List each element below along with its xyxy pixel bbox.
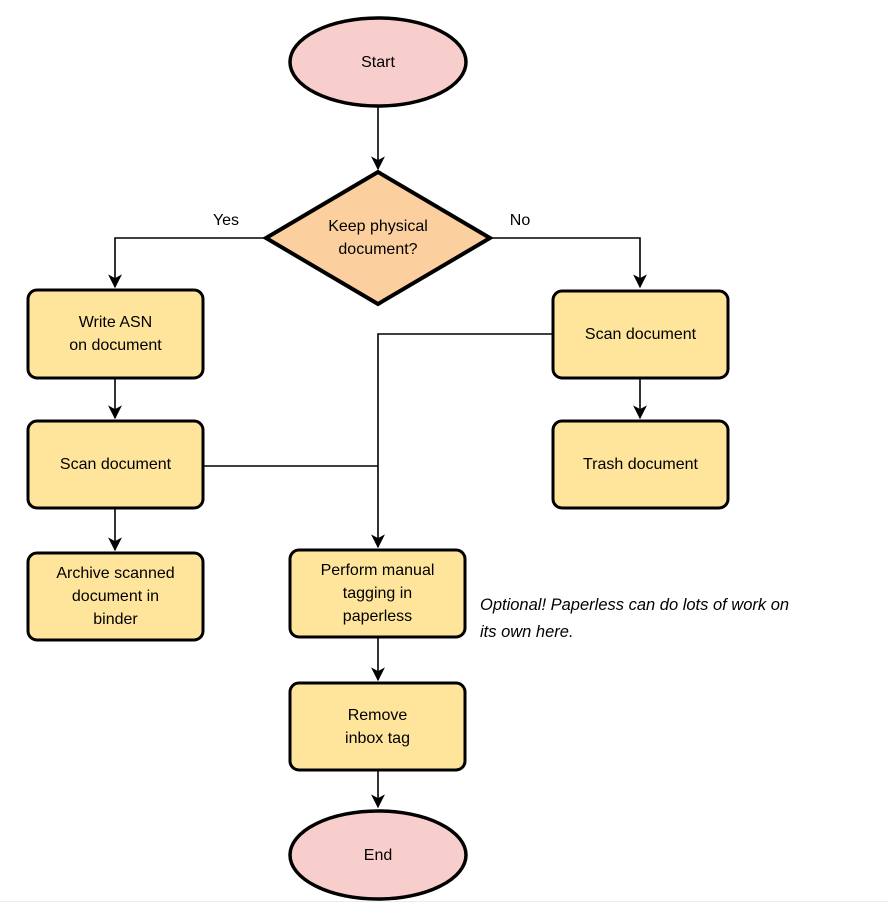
remove-inbox-node-rect [288, 681, 467, 772]
trash-node-label: Trash document [582, 456, 698, 473]
edge-label-yes: Yes [212, 212, 240, 229]
perform-tagging-node-rect [288, 548, 467, 639]
page-bottom-border [0, 901, 888, 902]
write-asn-node-label: Write ASN on document [69, 314, 162, 354]
end-node-ellipse [288, 809, 468, 901]
scan-right-node-label: Scan document [584, 326, 697, 343]
remove-inbox-node-label: Remove inbox tag [345, 706, 410, 747]
scan-left-node-label: Scan document [59, 456, 172, 473]
start-node-ellipse [288, 16, 468, 108]
scan-left-node-rect [26, 419, 205, 510]
edge-scan-right-to-perform-tagging [371, 333, 553, 549]
perform-tagging-node-label: Perform manual tagging in paperless [320, 562, 435, 625]
write-asn-node-rect [26, 288, 205, 380]
decision-node-label: Keep physical document? [328, 218, 428, 258]
scan-right-node-rect [551, 289, 730, 380]
archive-node-rect [26, 551, 205, 642]
start-node-label: Start [361, 53, 395, 71]
optional-note-text: Optional! Paperless can do lots of work … [480, 596, 790, 641]
end-node-label: End [363, 846, 393, 864]
edge-label-no: No [509, 212, 531, 229]
archive-node-label: Archive scanned document in binder [56, 565, 175, 628]
decision-node-diamond [262, 169, 494, 307]
edge-decision-no-to-scan-right [490, 237, 647, 289]
edge-decision-yes-to-write-asn [108, 237, 266, 289]
trash-node-rect [551, 419, 730, 510]
